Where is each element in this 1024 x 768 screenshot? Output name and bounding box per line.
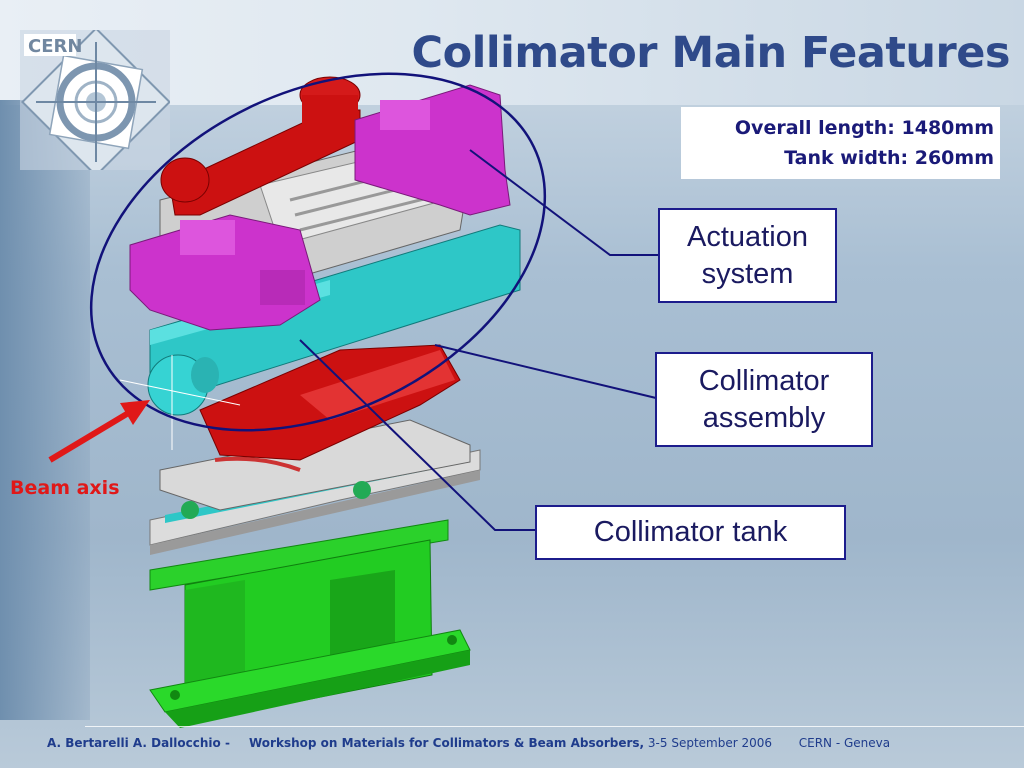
callout-collimator-assembly: Collimator assembly xyxy=(655,352,873,447)
beam-crosshair xyxy=(119,355,241,450)
callout-collimator-tank: Collimator tank xyxy=(535,505,846,560)
footer-authors: A. Bertarelli A. Dallocchio - xyxy=(47,736,230,750)
footer-workshop: Workshop on Materials for Collimators & … xyxy=(249,736,645,750)
beam-arrow xyxy=(48,400,150,463)
upper-jaws xyxy=(160,76,361,216)
footer-place: CERN - Geneva xyxy=(798,736,891,750)
assembly-ellipse xyxy=(89,72,547,432)
cern-logo-text: CERN xyxy=(28,36,82,57)
actuators xyxy=(129,84,511,331)
callout-actuation-system: Actuation system xyxy=(658,208,837,303)
actuation-leader-line xyxy=(469,149,660,256)
background-wash xyxy=(0,100,90,720)
footer-dates: 3-5 September 2006 xyxy=(644,736,773,750)
cern-logo: CERN xyxy=(20,30,170,170)
tank-width: Tank width: 260mm xyxy=(784,147,994,169)
page-title: Collimator Main Features xyxy=(411,28,1011,78)
dimensions-box: Overall length: 1480mm Tank width: 260mm xyxy=(681,107,1000,179)
support-stand xyxy=(149,519,471,728)
header-band xyxy=(0,0,1024,105)
base-plates xyxy=(149,419,481,555)
overall-length: Overall length: 1480mm xyxy=(734,117,994,139)
callout-assembly-line2: assembly xyxy=(702,401,826,434)
tank-leader-line xyxy=(299,339,537,531)
assembly-leader-line xyxy=(434,344,657,399)
callout-assembly-line1: Collimator xyxy=(698,364,830,397)
footer: A. Bertarelli A. Dallocchio - Workshop o… xyxy=(47,736,890,750)
callout-tank-line1: Collimator tank xyxy=(593,516,788,548)
lower-jaws xyxy=(199,344,461,461)
callout-actuation-line2: system xyxy=(701,257,794,290)
footer-divider xyxy=(85,726,1024,727)
callout-actuation-line1: Actuation xyxy=(687,220,808,253)
beam-axis-label: Beam axis xyxy=(10,477,120,499)
